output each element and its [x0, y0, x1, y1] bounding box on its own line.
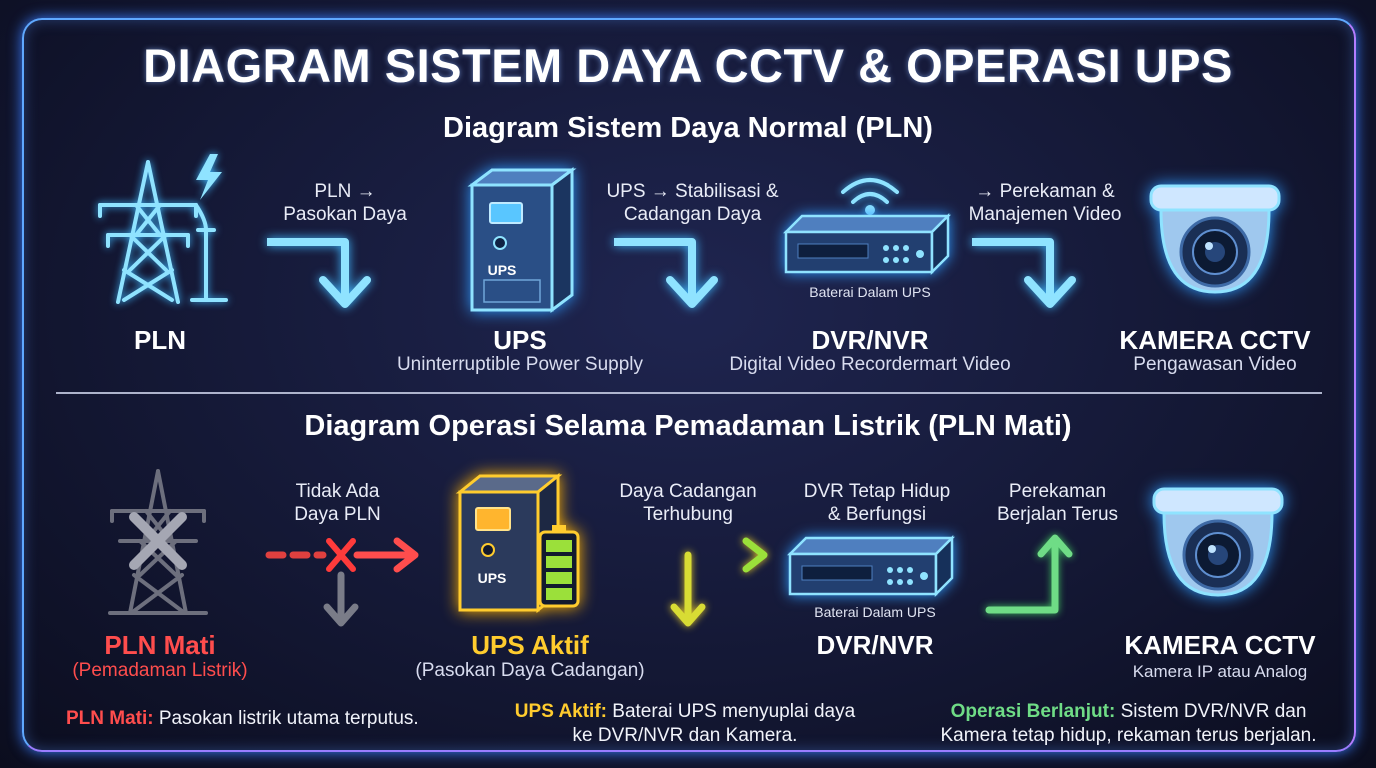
- wifi-icon: [841, 178, 899, 215]
- outage-camera-label: KAMERA CCTV: [1124, 630, 1316, 660]
- outage-camera-sub: Kamera IP atau Analog: [1132, 662, 1308, 681]
- normal-camera-label: KAMERA CCTV: [1119, 325, 1311, 355]
- outage-ups-sub: (Pasokan Daya Cadangan): [415, 660, 645, 681]
- normal-heading: Diagram Sistem Daya Normal (PLN): [443, 112, 933, 144]
- dvr-device-outage-icon: [786, 534, 956, 598]
- normal-pln-label: PLN: [134, 325, 186, 355]
- normal-arrow2-caption: UPS → Stabilisasi &Cadangan Daya: [606, 181, 779, 225]
- ups-active-device-text: UPS: [477, 570, 507, 586]
- ups-active-icon: [455, 472, 580, 614]
- normal-ups-sub: Uninterruptible Power Supply: [396, 354, 644, 375]
- outage-pln-sub: (Pemadaman Listrik): [72, 660, 248, 681]
- power-tower-icon: [98, 154, 228, 304]
- outage-arrow3-caption: DVR Tetap Hidup& Berfungsi: [803, 481, 951, 525]
- outage-pln-label: PLN Mati: [104, 630, 216, 660]
- recording-continues-arrow: [985, 534, 1073, 614]
- normal-arrow1-caption: PLN →Pasokan Daya: [283, 181, 407, 225]
- dome-camera-icon: [1149, 184, 1281, 294]
- normal-dvr-small: Baterai Dalam UPS: [809, 284, 931, 300]
- normal-ups-label: UPS: [493, 325, 547, 355]
- backup-power-arrow: [612, 537, 768, 627]
- normal-arrow-1: [267, 238, 371, 308]
- outage-dvr-small: Baterai Dalam UPS: [814, 604, 936, 620]
- dvr-device-icon: [782, 212, 952, 276]
- dome-camera-outage-icon: [1152, 487, 1284, 597]
- normal-arrow-2: [614, 238, 718, 308]
- section-divider: [56, 392, 1322, 394]
- page-title: DIAGRAM SISTEM DAYA CCTV & OPERASI UPS: [143, 39, 1233, 92]
- note-pln-off: PLN Mati: Pasokan listrik utama terputus…: [66, 708, 419, 729]
- normal-dvr-sub: Digital Video Recordermart Video: [729, 354, 1011, 375]
- normal-arrow-3: [972, 238, 1076, 308]
- outage-ups-label: UPS Aktif: [471, 630, 589, 660]
- outage-dvr-label: DVR/NVR: [816, 630, 934, 660]
- normal-arrow3-caption: → Perekaman &Manajemen Video: [968, 181, 1122, 225]
- glow-frame: [22, 18, 1356, 752]
- normal-dvr-label: DVR/NVR: [811, 325, 929, 355]
- broken-power-arrow: [265, 537, 419, 627]
- normal-camera-sub: Pengawasan Video: [1133, 354, 1297, 375]
- power-tower-off-icon: [108, 469, 208, 615]
- ups-device-icon: [467, 167, 577, 313]
- outage-heading: Diagram Operasi Selama Pemadaman Listrik…: [304, 410, 1072, 442]
- ups-device-text: UPS: [487, 262, 517, 278]
